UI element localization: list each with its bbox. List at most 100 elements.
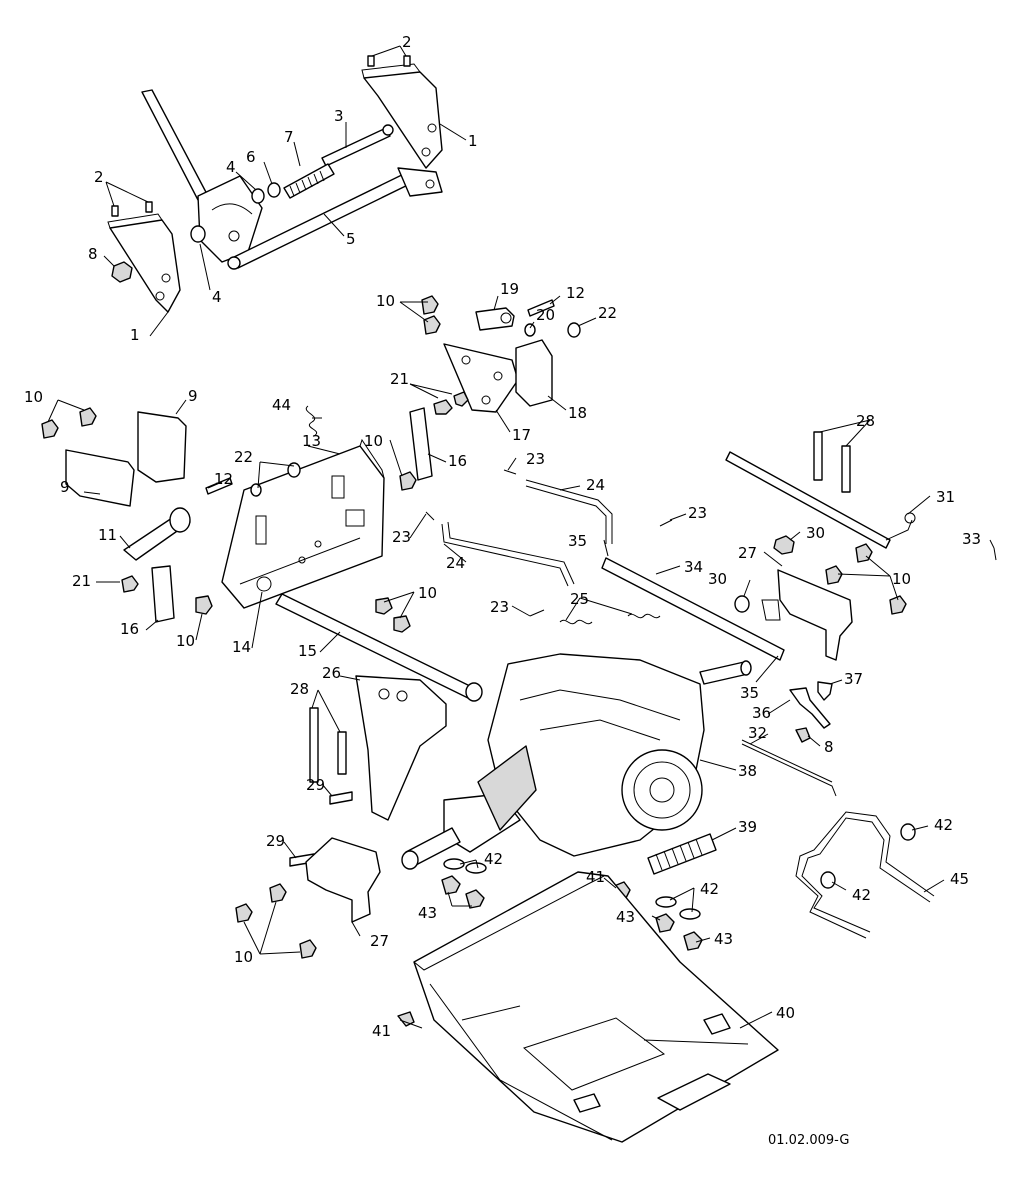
callout-39: 39 xyxy=(738,818,757,836)
spring xyxy=(559,619,593,625)
callout-23: 23 xyxy=(392,528,411,546)
callout-27: 27 xyxy=(738,544,757,562)
support-bracket xyxy=(777,569,853,661)
callout-24: 24 xyxy=(446,554,465,572)
callout-20: 20 xyxy=(536,306,555,324)
callout-2: 2 xyxy=(94,168,104,186)
callout-labels: 2 1 3 7 6 4 2 5 8 4 1 10 19 12 20 22 21 … xyxy=(24,33,981,1040)
callout-28: 28 xyxy=(290,680,309,698)
callout-9: 9 xyxy=(60,478,70,496)
callout-14: 14 xyxy=(232,638,251,656)
callout-36: 36 xyxy=(752,704,771,722)
callout-25: 25 xyxy=(570,590,589,608)
leader-lines xyxy=(47,45,995,1029)
callout-16: 16 xyxy=(448,452,467,470)
transaxle xyxy=(235,653,752,959)
bracket xyxy=(65,449,135,507)
callout-42: 42 xyxy=(700,880,719,898)
callout-8: 8 xyxy=(88,245,98,263)
callout-10: 10 xyxy=(176,632,195,650)
callout-4: 4 xyxy=(226,158,236,176)
tension-spring xyxy=(647,833,717,875)
callout-9: 9 xyxy=(188,387,198,405)
long-rod xyxy=(601,557,785,661)
lift-rod xyxy=(801,817,931,933)
callout-23: 23 xyxy=(688,504,707,522)
linkage-rods xyxy=(425,431,997,797)
lever-handle xyxy=(141,89,209,201)
mount-bracket xyxy=(355,675,447,821)
drawing-code: 01.02.009-G xyxy=(768,1133,849,1148)
callout-34: 34 xyxy=(684,558,703,576)
shield-pan xyxy=(413,871,779,1143)
callout-23: 23 xyxy=(526,450,545,468)
callout-3: 3 xyxy=(334,107,344,125)
callout-42: 42 xyxy=(852,886,871,904)
callout-22: 22 xyxy=(598,304,617,322)
callout-44: 44 xyxy=(272,396,291,414)
callout-45: 45 xyxy=(950,870,969,888)
callout-5: 5 xyxy=(346,230,356,248)
link-rod xyxy=(441,523,569,587)
washer xyxy=(267,182,281,198)
callout-28: 28 xyxy=(856,412,875,430)
tension-spring xyxy=(305,405,317,437)
lever-assembly xyxy=(107,55,443,313)
callout-19: 19 xyxy=(500,280,519,298)
washer xyxy=(190,225,206,243)
callout-8: 8 xyxy=(824,738,834,756)
callout-27: 27 xyxy=(370,932,389,950)
callout-43: 43 xyxy=(714,930,733,948)
callout-1: 1 xyxy=(468,132,478,150)
bracket xyxy=(137,411,187,483)
support-bracket xyxy=(305,837,381,923)
callout-30: 30 xyxy=(806,524,825,542)
control-plate xyxy=(221,445,385,609)
right-mount-bracket xyxy=(363,71,443,169)
callout-11: 11 xyxy=(98,526,117,544)
callout-10: 10 xyxy=(376,292,395,310)
control-plate-assembly xyxy=(41,295,581,702)
callout-12: 12 xyxy=(214,470,233,488)
callout-29: 29 xyxy=(266,832,285,850)
callout-37: 37 xyxy=(844,670,863,688)
callout-17: 17 xyxy=(512,426,531,444)
callout-43: 43 xyxy=(616,908,635,926)
compression-spring xyxy=(283,163,335,199)
callout-21: 21 xyxy=(72,572,91,590)
lower-pan-assembly xyxy=(397,811,935,1143)
callout-18: 18 xyxy=(568,404,587,422)
callout-31: 31 xyxy=(936,488,955,506)
link-bar xyxy=(151,565,175,623)
callout-4: 4 xyxy=(212,288,222,306)
callout-41: 41 xyxy=(372,1022,391,1040)
cross-shaft xyxy=(231,169,419,269)
spring xyxy=(627,613,661,619)
callout-10: 10 xyxy=(234,948,253,966)
callout-22: 22 xyxy=(234,448,253,466)
callout-10: 10 xyxy=(364,432,383,450)
callout-1: 1 xyxy=(130,326,140,344)
callout-35: 35 xyxy=(740,684,759,702)
callout-42: 42 xyxy=(934,816,953,834)
nut xyxy=(111,261,133,283)
callout-29: 29 xyxy=(306,776,325,794)
callout-12: 12 xyxy=(566,284,585,302)
callout-42: 42 xyxy=(484,850,503,868)
callout-33: 33 xyxy=(962,530,981,548)
callout-13: 13 xyxy=(302,432,321,450)
callout-32: 32 xyxy=(748,724,767,742)
long-rod xyxy=(725,451,891,549)
callout-24: 24 xyxy=(586,476,605,494)
callout-23: 23 xyxy=(490,598,509,616)
callout-38: 38 xyxy=(738,762,757,780)
callout-40: 40 xyxy=(776,1004,795,1022)
angle-bracket xyxy=(515,339,553,407)
callout-10: 10 xyxy=(418,584,437,602)
callout-35: 35 xyxy=(568,532,587,550)
callout-7: 7 xyxy=(284,128,294,146)
washer xyxy=(251,188,265,204)
callout-41: 41 xyxy=(586,868,605,886)
callout-2: 2 xyxy=(402,33,412,51)
